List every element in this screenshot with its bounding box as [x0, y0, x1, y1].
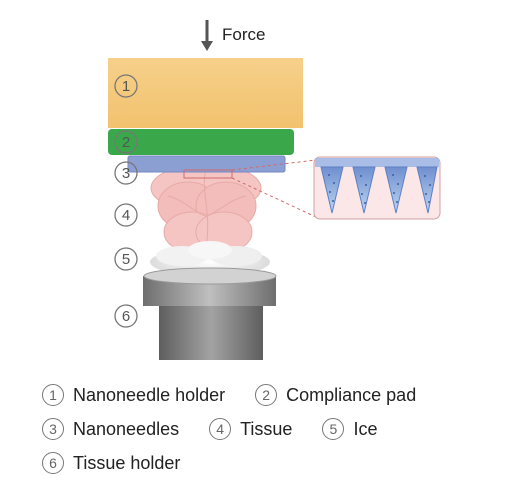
legend-label: Tissue	[240, 418, 293, 439]
zoom-line-top	[231, 159, 317, 171]
zoom-region-box	[183, 169, 233, 179]
layer-number-6: 6	[114, 304, 138, 328]
legend-item-tissue: 4 Tissue	[209, 418, 292, 440]
compliance-pad	[108, 129, 294, 155]
legend-number: 1	[42, 384, 64, 406]
legend-number: 6	[42, 452, 64, 474]
legend-item-nanoneedle-holder: 1 Nanoneedle holder	[42, 384, 225, 406]
tissue-holder	[143, 267, 277, 360]
legend-row-3: 6 Tissue holder	[42, 446, 502, 480]
svg-text:5: 5	[122, 251, 130, 268]
layer-number-1: 1	[114, 74, 138, 98]
legend-label: Nanoneedles	[73, 418, 180, 439]
svg-text:2: 2	[122, 134, 130, 151]
svg-text:4: 4	[122, 207, 130, 224]
legend-number: 3	[42, 418, 64, 440]
nanoneedle-holder	[108, 58, 303, 128]
legend-item-nanoneedles: 3 Nanoneedles	[42, 418, 179, 440]
tissue	[150, 163, 262, 253]
force-arrow	[201, 20, 213, 51]
legend-number: 2	[255, 384, 278, 406]
legend-item-compliance-pad: 2 Compliance pad	[255, 384, 416, 406]
nanoneedle-inset	[313, 156, 441, 220]
legend-row-1: 1 Nanoneedle holder 2 Compliance pad	[42, 378, 502, 412]
legend-label: Ice	[353, 418, 378, 439]
legend: 1 Nanoneedle holder 2 Compliance pad 3 N…	[42, 378, 502, 480]
legend-label: Compliance pad	[286, 384, 417, 405]
layer-number-3: 3	[114, 161, 138, 185]
force-label: Force	[222, 25, 265, 44]
legend-item-ice: 5 Ice	[322, 418, 377, 440]
legend-label: Nanoneedle holder	[73, 384, 226, 405]
layer-number-2: 2	[114, 130, 138, 154]
legend-item-tissue-holder: 6 Tissue holder	[42, 452, 180, 474]
experiment-diagram: Force	[108, 20, 441, 360]
svg-text:6: 6	[122, 308, 130, 325]
svg-text:1: 1	[122, 78, 130, 95]
legend-number: 4	[209, 418, 232, 440]
legend-row-2: 3 Nanoneedles 4 Tissue 5 Ice	[42, 412, 502, 446]
layer-number-5: 5	[114, 247, 138, 271]
legend-number: 5	[322, 418, 345, 440]
legend-label: Tissue holder	[73, 452, 181, 473]
layer-number-4: 4	[114, 203, 138, 227]
svg-text:3: 3	[122, 165, 130, 182]
